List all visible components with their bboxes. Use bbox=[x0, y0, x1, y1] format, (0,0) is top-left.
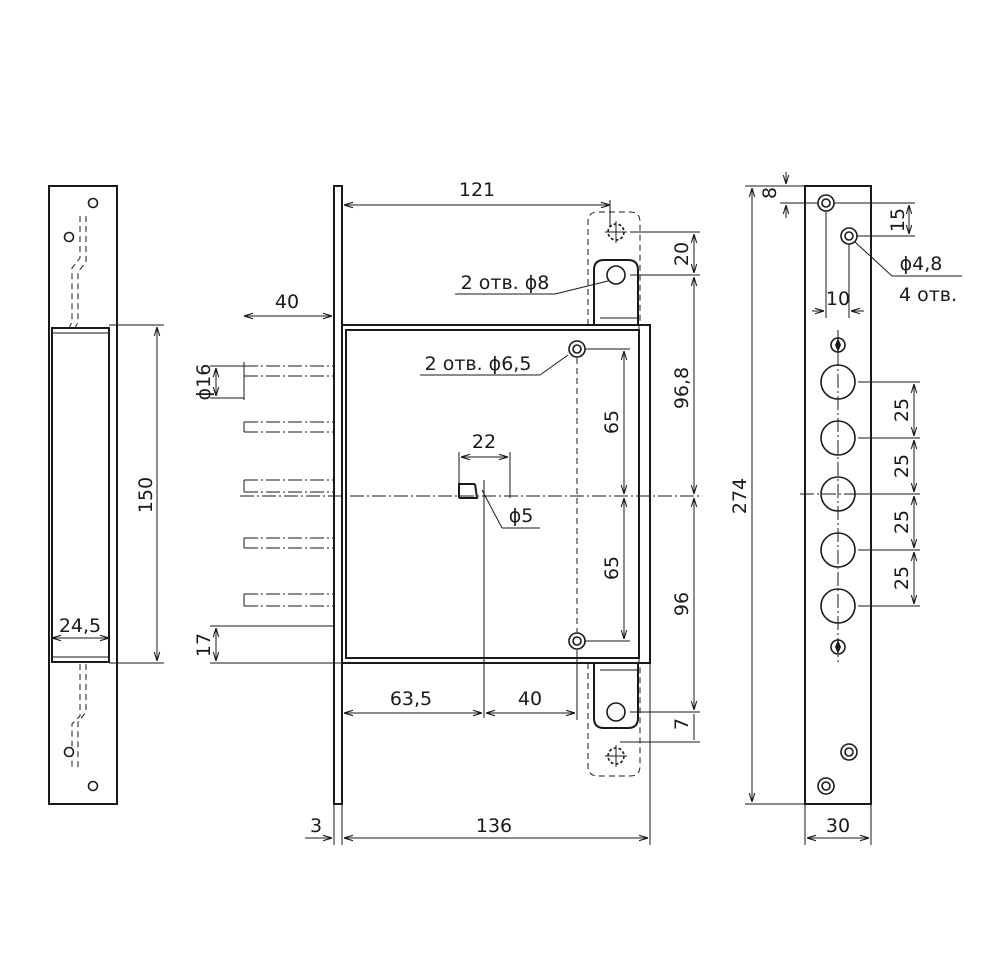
dim-40-bottom: 40 bbox=[518, 688, 542, 710]
dim-25-2: 25 bbox=[891, 454, 913, 478]
label-2-holes-8: 2 отв. ϕ8 bbox=[461, 272, 550, 294]
dim-24-5: 24,5 bbox=[59, 615, 101, 637]
lock-case bbox=[341, 324, 651, 664]
dim-136: 136 bbox=[476, 815, 512, 837]
dim-17: 17 bbox=[193, 633, 215, 657]
faceplate-front-outline bbox=[804, 185, 872, 805]
dim-96: 96 bbox=[671, 592, 693, 616]
screw-hole-icon bbox=[87, 780, 99, 792]
dim-phi-16: ϕ16 bbox=[193, 364, 215, 401]
dim-3: 3 bbox=[310, 815, 322, 837]
screw-hole-icon bbox=[87, 197, 99, 209]
dim-65-lower: 65 bbox=[601, 556, 623, 580]
dim-30: 30 bbox=[826, 815, 850, 837]
bolt-lines bbox=[243, 365, 334, 607]
dim-65-upper: 65 bbox=[601, 410, 623, 434]
dim-274: 274 bbox=[729, 478, 751, 514]
dim-63-5: 63,5 bbox=[390, 688, 432, 710]
dim-150: 150 bbox=[135, 477, 157, 513]
strike-plate-box bbox=[51, 327, 110, 663]
dim-40-top: 40 bbox=[275, 291, 299, 313]
dim-10: 10 bbox=[826, 288, 850, 310]
mount-hole-icon bbox=[606, 702, 626, 722]
faceplate bbox=[333, 185, 343, 805]
dim-7: 7 bbox=[671, 718, 693, 730]
dim-phi-4-8: ϕ4,8 bbox=[900, 253, 943, 275]
dim-25-3: 25 bbox=[891, 510, 913, 534]
label-4-holes: 4 отв. bbox=[899, 284, 957, 306]
dim-25-4: 25 bbox=[891, 566, 913, 590]
mount-hole-icon bbox=[606, 265, 626, 285]
dim-121: 121 bbox=[459, 179, 495, 201]
lock-body-view bbox=[210, 185, 700, 845]
dim-22: 22 bbox=[472, 431, 496, 453]
dim-phi-5: ϕ5 bbox=[509, 505, 534, 527]
dim-96-8: 96,8 bbox=[671, 367, 693, 409]
dim-20: 20 bbox=[671, 242, 693, 266]
strike-plate-view bbox=[48, 185, 164, 805]
label-2-holes-6-5: 2 отв. ϕ6,5 bbox=[425, 353, 532, 375]
faceplate-front-view bbox=[745, 172, 962, 845]
dim-15: 15 bbox=[887, 208, 909, 232]
dim-25-1: 25 bbox=[891, 398, 913, 422]
strike-plate-outline bbox=[48, 185, 118, 805]
dim-8: 8 bbox=[759, 187, 781, 199]
screw-hole-icon bbox=[63, 746, 75, 758]
screw-hole-icon bbox=[63, 231, 75, 243]
